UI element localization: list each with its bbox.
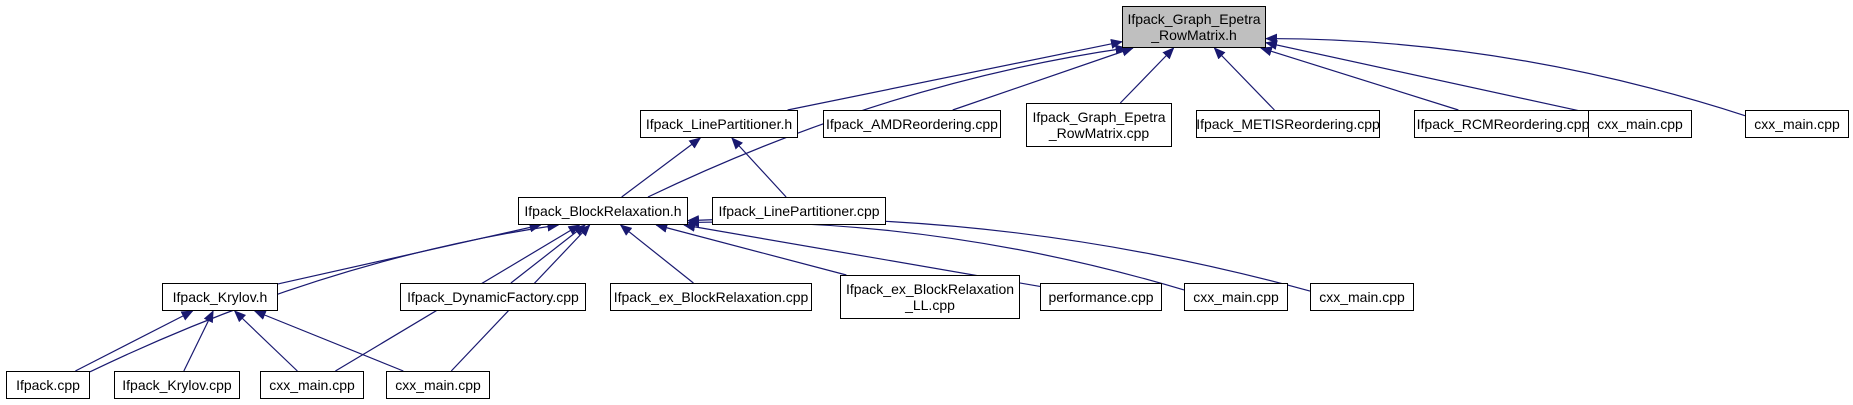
edge-line_partitioner_cpp-to-line_partitioner_h — [731, 137, 787, 198]
edge-ex_block_relaxation_cpp-to-block_relaxation_h — [619, 224, 694, 284]
edge-line_partitioner_h-to-graph_h — [787, 39, 1123, 111]
node-cxx-main-cpp[interactable]: cxx_main.cpp — [386, 371, 490, 399]
node-label: cxx_main.cpp — [395, 377, 481, 393]
node-krylov-h[interactable]: Ifpack_Krylov.h — [162, 283, 278, 311]
node-label: cxx_main.cpp — [1319, 289, 1405, 305]
edge-cxx_main_top2-to-graph_h — [1265, 33, 1746, 117]
node-label: Ifpack_AMDReordering.cpp — [826, 116, 998, 132]
node-label: Ifpack_ex_BlockRelaxation.cpp — [613, 289, 809, 305]
node-label: cxx_main.cpp — [1597, 116, 1683, 132]
edge-ifpack_cpp-to-krylov_h — [75, 310, 194, 372]
node-cxx-main-cpp[interactable]: cxx_main.cpp — [260, 371, 364, 399]
node-label: Ifpack_METISReordering.cpp — [1196, 116, 1380, 132]
node-label: cxx_main.cpp — [1193, 289, 1279, 305]
node-graph-epetra-rowmatrix-h: Ifpack_Graph_Epetra _RowMatrix.h — [1122, 6, 1266, 48]
node-metis-reordering-cpp[interactable]: Ifpack_METISReordering.cpp — [1196, 110, 1380, 138]
node-label: Ifpack_Krylov.h — [172, 289, 268, 305]
node-label: performance.cpp — [1048, 289, 1154, 305]
node-rcm-reordering-cpp[interactable]: Ifpack_RCMReordering.cpp — [1414, 110, 1592, 138]
node-ifpack-cpp[interactable]: Ifpack.cpp — [6, 371, 90, 399]
node-label: cxx_main.cpp — [269, 377, 355, 393]
node-cxx-main-cpp[interactable]: cxx_main.cpp — [1310, 283, 1414, 311]
edge-dynamic_factory_cpp-to-block_relaxation_h — [510, 224, 586, 284]
node-krylov-cpp[interactable]: Ifpack_Krylov.cpp — [114, 371, 240, 399]
node-label: Ifpack_RCMReordering.cpp — [1416, 116, 1590, 132]
node-label: Ifpack.cpp — [16, 377, 80, 393]
edge-cxx_main_top1-to-graph_h — [1265, 40, 1589, 114]
node-label: Ifpack_LinePartitioner.h — [645, 116, 793, 132]
node-label: Ifpack_Graph_Epetra _RowMatrix.h — [1127, 11, 1261, 43]
edge-graph_cpp-to-graph_h — [1119, 47, 1175, 104]
node-graph-epetra-rowmatrix-cpp[interactable]: Ifpack_Graph_Epetra _RowMatrix.cpp — [1026, 103, 1172, 147]
node-ex-block-relaxation-ll-cpp[interactable]: Ifpack_ex_BlockRelaxation _LL.cpp — [840, 275, 1020, 319]
node-label: Ifpack_ex_BlockRelaxation _LL.cpp — [845, 281, 1015, 313]
edge-amd_reordering_cpp-to-graph_h — [952, 46, 1134, 111]
edge-rcm_reordering_cpp-to-graph_h — [1259, 46, 1459, 111]
node-label: Ifpack_Krylov.cpp — [122, 377, 232, 393]
node-line-partitioner-h[interactable]: Ifpack_LinePartitioner.h — [640, 110, 798, 138]
node-ex-block-relaxation-cpp[interactable]: Ifpack_ex_BlockRelaxation.cpp — [610, 283, 812, 311]
node-performance-cpp[interactable]: performance.cpp — [1040, 283, 1162, 311]
edge-block_relaxation_h-to-graph_h — [647, 44, 1128, 198]
node-amd-reordering-cpp[interactable]: Ifpack_AMDReordering.cpp — [823, 110, 1001, 138]
edge-krylov_cpp-to-krylov_h — [183, 310, 214, 372]
node-dynamic-factory-cpp[interactable]: Ifpack_DynamicFactory.cpp — [400, 283, 586, 311]
edge-metis_reordering_cpp-to-graph_h — [1213, 47, 1275, 111]
edge-krylov_h-to-block_relaxation_h — [277, 222, 542, 285]
node-cxx-main-cpp[interactable]: cxx_main.cpp — [1588, 110, 1692, 138]
node-label: Ifpack_BlockRelaxation.h — [524, 203, 682, 219]
edge-block_relaxation_h-to-line_partitioner_h — [621, 137, 702, 198]
node-cxx-main-cpp[interactable]: cxx_main.cpp — [1745, 110, 1849, 138]
edge-ex_block_relaxation_ll_cpp-to-block_relaxation_h — [655, 222, 847, 276]
edge-cxx_main_bot2-to-krylov_h — [253, 310, 404, 372]
node-label: Ifpack_DynamicFactory.cpp — [407, 289, 579, 305]
node-label: cxx_main.cpp — [1754, 116, 1840, 132]
node-label: Ifpack_LinePartitioner.cpp — [718, 203, 880, 219]
node-line-partitioner-cpp[interactable]: Ifpack_LinePartitioner.cpp — [712, 197, 886, 225]
node-block-relaxation-h[interactable]: Ifpack_BlockRelaxation.h — [518, 197, 688, 225]
node-cxx-main-cpp[interactable]: cxx_main.cpp — [1184, 283, 1288, 311]
node-label: Ifpack_Graph_Epetra _RowMatrix.cpp — [1032, 109, 1166, 141]
edge-cxx_main_bot1-to-krylov_h — [233, 310, 298, 372]
